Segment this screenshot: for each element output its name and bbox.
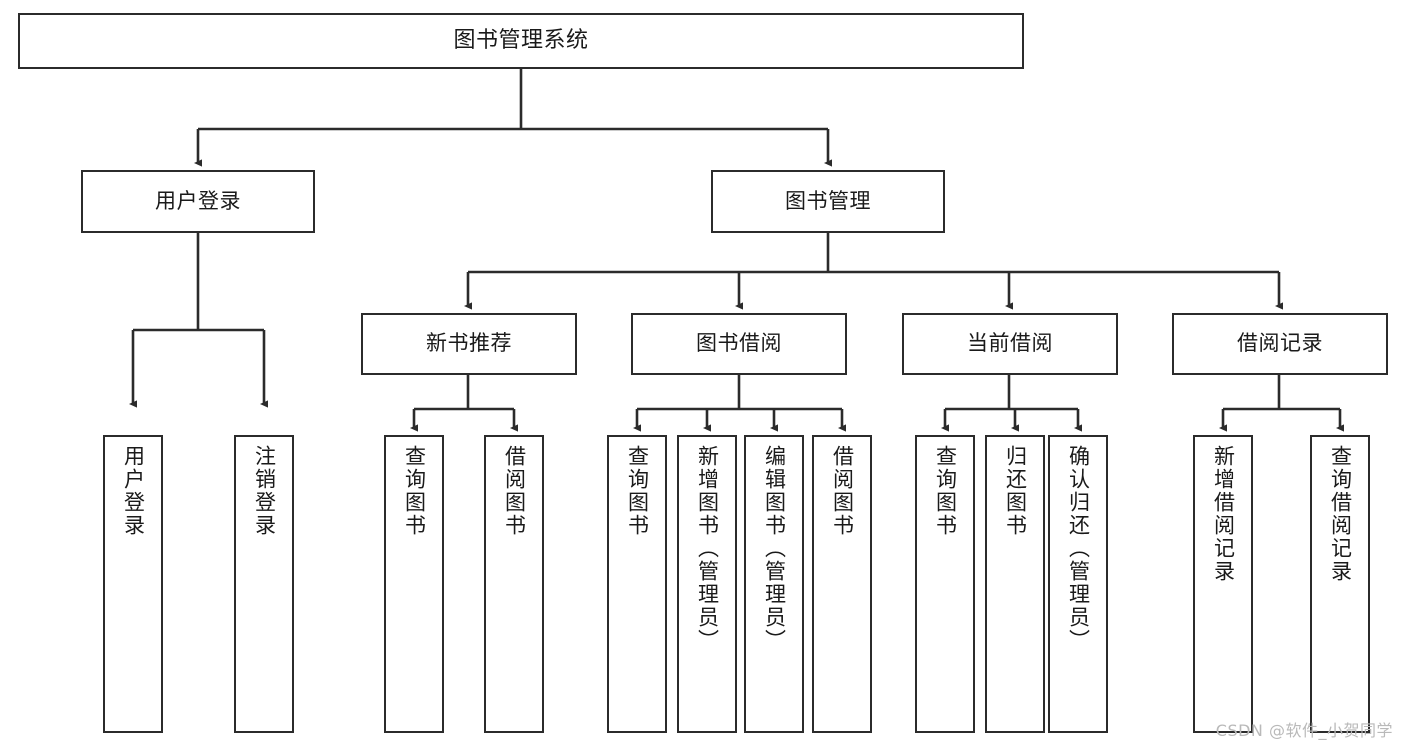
leaf-user-login-logout[interactable]: 注销登录 <box>234 435 294 733</box>
leaf-borrow-edit-book-admin[interactable]: 编辑图书（管理员） <box>744 435 804 733</box>
node-label: 新书推荐 <box>426 331 512 356</box>
leaf-borrow-query-book[interactable]: 查询图书 <box>607 435 667 733</box>
node-label: 借阅图书 <box>830 445 855 537</box>
leaf-current-query-book[interactable]: 查询图书 <box>915 435 975 733</box>
leaf-borrow-add-book-admin[interactable]: 新增图书（管理员） <box>677 435 737 733</box>
node-label: 注销登录 <box>252 445 277 537</box>
leaf-current-return-book[interactable]: 归还图书 <box>985 435 1045 733</box>
node-label: 查询图书 <box>625 445 650 537</box>
node-root-system[interactable]: 图书管理系统 <box>18 13 1024 69</box>
node-label: 用户登录 <box>121 445 146 537</box>
node-label: 图书管理系统 <box>453 27 589 53</box>
leaf-record-add-record[interactable]: 新增借阅记录 <box>1193 435 1253 733</box>
node-label: 编辑图书（管理员） <box>762 445 787 652</box>
node-book-management[interactable]: 图书管理 <box>711 170 945 233</box>
node-borrow-record[interactable]: 借阅记录 <box>1172 313 1388 375</box>
leaf-record-query-record[interactable]: 查询借阅记录 <box>1310 435 1370 733</box>
node-label: 归还图书 <box>1003 445 1028 537</box>
node-label: 当前借阅 <box>967 331 1053 356</box>
node-label: 查询借阅记录 <box>1328 445 1353 583</box>
leaf-borrow-borrow-book[interactable]: 借阅图书 <box>812 435 872 733</box>
node-user-login[interactable]: 用户登录 <box>81 170 315 233</box>
node-label: 查询图书 <box>402 445 427 537</box>
node-label: 借阅记录 <box>1237 331 1323 356</box>
node-book-borrow[interactable]: 图书借阅 <box>631 313 847 375</box>
leaf-user-login-login[interactable]: 用户登录 <box>103 435 163 733</box>
node-current-borrow[interactable]: 当前借阅 <box>902 313 1118 375</box>
node-label: 查询图书 <box>933 445 958 537</box>
node-label: 新增图书（管理员） <box>695 445 720 652</box>
node-new-book-recommend[interactable]: 新书推荐 <box>361 313 577 375</box>
leaf-recommend-borrow-book[interactable]: 借阅图书 <box>484 435 544 733</box>
node-label: 借阅图书 <box>502 445 527 537</box>
node-label: 新增借阅记录 <box>1211 445 1236 583</box>
leaf-current-confirm-return-admin[interactable]: 确认归还（管理员） <box>1048 435 1108 733</box>
node-label: 图书管理 <box>785 188 871 213</box>
node-label: 确认归还（管理员） <box>1066 445 1091 652</box>
leaf-recommend-query-book[interactable]: 查询图书 <box>384 435 444 733</box>
node-label: 用户登录 <box>155 188 241 213</box>
node-label: 图书借阅 <box>696 331 782 356</box>
